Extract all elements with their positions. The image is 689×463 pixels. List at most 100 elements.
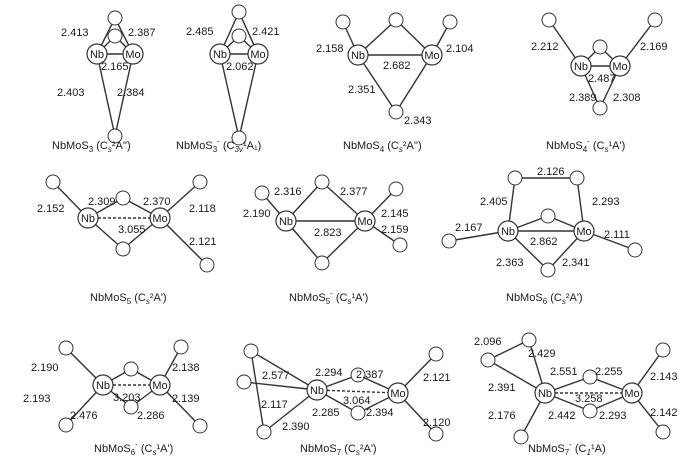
- sulfur-atom: [540, 208, 556, 224]
- bond-length-label: 2.293: [599, 410, 627, 422]
- sulfur-atom: [335, 14, 351, 30]
- sulfur-atom: [442, 14, 458, 30]
- molybdenum-atom: [573, 220, 595, 242]
- molybdenum-atom: [354, 210, 376, 232]
- bond-length-label: 2.341: [562, 257, 590, 269]
- sulfur-atom: [231, 130, 247, 146]
- bond-length-label: 2.121: [189, 236, 217, 248]
- structure-caption: NbMoS4- (Cs¹A'): [546, 137, 625, 154]
- structure-caption: NbMoS3 (Cs²A''): [52, 140, 131, 154]
- sulfur-atom: [192, 174, 208, 190]
- bond-length-label: 2.682: [383, 60, 411, 72]
- bond-length-label: 2.384: [117, 87, 145, 99]
- structure-caption: NbMoS4 (Cs²A''): [343, 140, 422, 154]
- sulfur-atom: [392, 237, 408, 253]
- nb-label: Nb: [90, 49, 104, 61]
- sulfur-atom: [507, 170, 523, 186]
- sulfur-atom: [58, 340, 74, 356]
- mo-label: Mo: [152, 213, 167, 225]
- sulfur-atom: [350, 405, 366, 421]
- bond: [114, 53, 134, 137]
- sulfur-atom: [655, 424, 671, 440]
- bond-length-label: 2.577: [262, 370, 290, 382]
- bond-length-label: 2.391: [488, 382, 516, 394]
- sulfur-atom: [540, 262, 556, 278]
- bond-length-label: 2.294: [315, 367, 343, 379]
- sulfur-atom: [592, 100, 608, 116]
- molybdenum-atom: [149, 374, 171, 396]
- niobium-atom: [209, 43, 231, 65]
- bond: [487, 339, 530, 361]
- bond-length-label: 2.121: [423, 372, 451, 384]
- sulfur-atom: [123, 361, 139, 377]
- bond: [316, 389, 399, 394]
- niobium-atom: [92, 374, 114, 396]
- panel-nbmos5: Nb Mo 2.309 2.370 2.152 2.118 3.055 2.12…: [37, 174, 217, 306]
- bond: [250, 350, 318, 391]
- structure-caption: NbMoS5 (Cs²A'): [90, 292, 167, 306]
- mo-label: Mo: [125, 49, 140, 61]
- sulfur-atom: [441, 233, 457, 249]
- bond-length-label: 2.343: [404, 115, 432, 127]
- bond: [263, 389, 318, 433]
- mo-label: Mo: [250, 49, 265, 61]
- bond-length-label: 2.138: [172, 362, 200, 374]
- bond-length-label: 2.118: [189, 203, 216, 215]
- molybdenum-atom: [609, 55, 631, 77]
- bond-length-label: 2.152: [37, 203, 65, 215]
- sulfur-atom: [428, 426, 444, 442]
- sulfur-atom: [582, 369, 598, 385]
- sulfur-atom: [192, 418, 208, 434]
- sulfur-atom: [107, 28, 123, 44]
- bond-length-label: 2.167: [455, 222, 483, 234]
- bond-length-label: 2.255: [595, 366, 623, 378]
- panel-nbmos5-anion: Nb Mo 2.316 2.377 2.190 2.145 2.823 2.15…: [243, 174, 409, 306]
- bond: [159, 217, 208, 266]
- niobium-atom: [347, 44, 369, 66]
- molybdenum-atom: [621, 382, 643, 404]
- structure-caption: NbMoS5- (Cs¹A'): [289, 289, 368, 306]
- bond-length-label: 2.394: [366, 407, 394, 419]
- nb-label: Nb: [81, 213, 95, 225]
- bond-length-label: 2.862: [530, 236, 558, 248]
- bond-length-label: 2.190: [243, 208, 271, 220]
- bond: [238, 53, 259, 139]
- structure-caption: NbMoS7- (C1¹A): [528, 440, 606, 457]
- bond-length-label: 2.387: [128, 27, 156, 39]
- bond-length-label: 2.377: [340, 186, 368, 198]
- niobium-atom: [86, 43, 108, 65]
- bond-length-label: 2.193: [23, 393, 51, 405]
- nb-label: Nb: [279, 216, 293, 228]
- bond: [250, 350, 265, 433]
- bond-length-label: 2.403: [57, 87, 85, 99]
- bond-length-label: 2.190: [31, 362, 59, 374]
- bond: [96, 53, 116, 137]
- bond-length-label: 2.143: [650, 371, 678, 383]
- mo-label: Mo: [612, 61, 627, 73]
- bond-length-label: 2.104: [446, 43, 474, 55]
- bond-length-label: 2.120: [423, 417, 451, 429]
- bond-length-label: 2.421: [252, 26, 280, 38]
- bond-length-label: 2.117: [261, 399, 288, 411]
- bond-length-label: 2.405: [480, 196, 508, 208]
- sulfur-atom: [647, 12, 663, 28]
- molybdenum-atom: [421, 44, 443, 66]
- sulfur-atom: [256, 424, 272, 440]
- sulfur-atom: [350, 367, 366, 383]
- bond-length-label: 2.212: [531, 41, 559, 53]
- bond-length-label: 2.413: [61, 27, 89, 39]
- bond-length-label: 2.309: [88, 196, 116, 208]
- bond-length-label: 2.169: [640, 41, 668, 53]
- sulfur-atom: [521, 332, 537, 348]
- panel-nbmos3-anion: Nb Mo 2.485 2.421 2.062 NbMoS3- (C3v¹A₁): [176, 4, 280, 154]
- bond-length-label: 2.389: [569, 92, 597, 104]
- molybdenum-atom: [247, 43, 269, 65]
- structure-caption: NbMoS7 (Cs²A'): [300, 443, 377, 457]
- bond-length-label: 2.429: [528, 348, 556, 360]
- bond-length-label: 2.126: [537, 166, 565, 178]
- sulfur-atom: [123, 399, 139, 415]
- bond: [487, 359, 546, 394]
- bond-length-label: 3.064: [343, 395, 371, 407]
- sulfur-atom: [243, 343, 259, 359]
- bond-length-label: 2.165: [101, 61, 129, 73]
